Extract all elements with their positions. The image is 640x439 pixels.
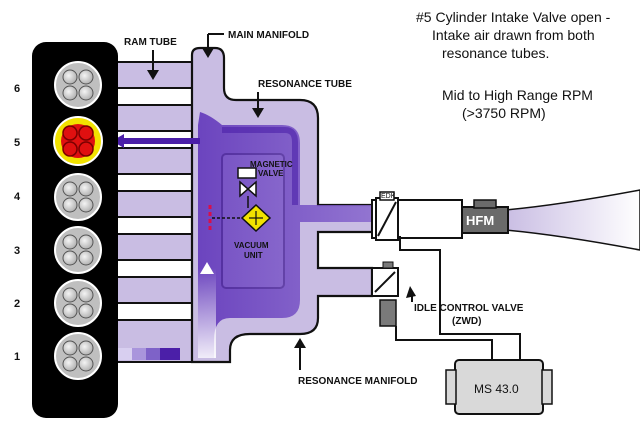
cylinder-1 [54,332,102,380]
resonance-tube-label: RESONANCE TUBE [258,79,352,90]
idle-control-valve-label: IDLE CONTROL VALVE [414,303,524,314]
hfm-label: HFM [466,213,494,228]
intake-airflow [198,112,440,358]
flow-arrow-to-cylinder-5 [112,134,200,148]
resonance-manifold-label: RESONANCE MANIFOLD [298,376,417,387]
magnetic-valve-label-2: VALVE [258,169,284,178]
vacuum-unit-label-1: VACUUM [234,241,269,250]
magnetic-valve-label-1: MAGNETIC [250,160,293,169]
magnetic-valve [237,167,257,208]
caption-line-4: Mid to High Range RPM [442,87,593,103]
ecu-box [445,359,553,415]
cylinder-number-6: 6 [14,83,20,95]
edk-label: EDK [381,193,396,200]
cylinder-number-4: 4 [14,191,21,203]
cylinder-number-1: 1 [14,351,20,363]
caption-line-3: resonance tubes. [442,45,549,61]
flow-gradient-strip [118,348,180,360]
vacuum-unit [212,203,272,233]
main-manifold-label: MAIN MANIFOLD [228,30,309,41]
intake-horn [461,189,640,251]
cylinder-6 [54,61,102,109]
cylinder-5 [53,116,103,166]
cylinder-4 [54,173,102,221]
cylinder-number-5: 5 [14,137,20,149]
vacuum-unit-label-2: UNIT [244,251,263,260]
ecu-label: MS 43.0 [474,382,519,396]
cylinder-2 [54,279,102,327]
caption-line-1: #5 Cylinder Intake Valve open - [416,9,611,25]
throttle-tube [371,191,463,241]
caption-line-5: (>3750 RPM) [462,105,546,121]
cylinder-number-2: 2 [14,298,20,310]
idle-control-valve [371,261,399,327]
cylinder-number-3: 3 [14,245,20,257]
caption-line-2: Intake air drawn from both [432,27,595,43]
cylinder-3 [54,226,102,274]
ecu-wiring [395,236,521,360]
ram-tube-label: RAM TUBE [124,37,177,48]
idle-control-valve-code: (ZWD) [452,316,481,327]
label-pointers [147,33,416,370]
